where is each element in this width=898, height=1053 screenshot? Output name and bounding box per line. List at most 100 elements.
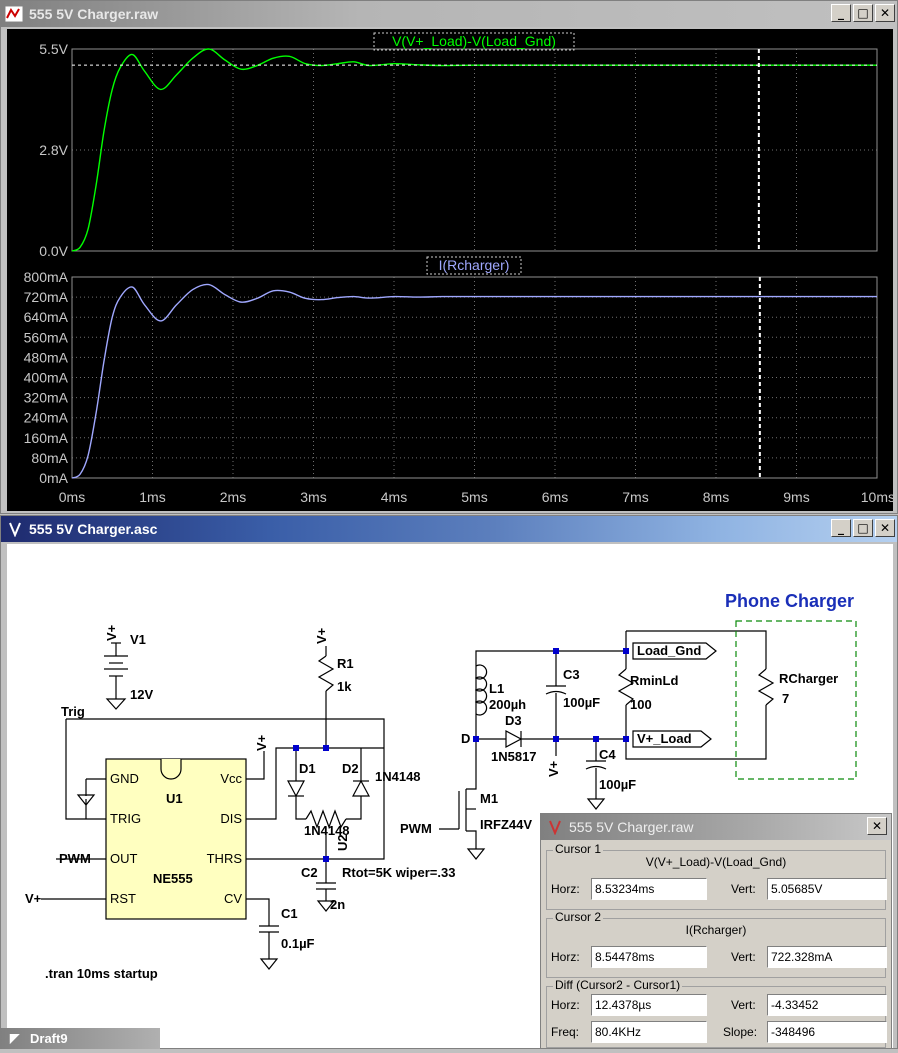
u2-label[interactable]: U2 xyxy=(335,834,350,851)
pane2-y-tick-label: 640mA xyxy=(24,309,69,325)
diff-group-label: Diff (Cursor2 - Cursor1) xyxy=(553,978,683,992)
draft-minimized-window[interactable]: ◤ Draft9 xyxy=(0,1028,160,1049)
r1-label[interactable]: R1 xyxy=(337,656,354,671)
diff-vert-field[interactable]: -4.33452 xyxy=(767,994,887,1016)
c3-value[interactable]: 100µF xyxy=(563,695,600,710)
m1-label[interactable]: M1 xyxy=(480,791,498,806)
l1-label[interactable]: L1 xyxy=(489,681,504,696)
c1-value[interactable]: 0.1µF xyxy=(281,936,315,951)
tran-directive[interactable]: .tran 10ms startup xyxy=(45,966,158,981)
rcharger-label[interactable]: RCharger xyxy=(779,671,838,686)
d1-diode[interactable] xyxy=(287,780,305,798)
wire xyxy=(66,718,385,860)
ground-symbol xyxy=(259,958,279,970)
d1-label[interactable]: D1 xyxy=(299,761,316,776)
cursor2-vert-field[interactable]: 722.328mA xyxy=(767,946,887,968)
d3-label[interactable]: D3 xyxy=(505,713,522,728)
cursor1-horz-field[interactable]: 8.53234ms xyxy=(591,878,707,900)
v1-value[interactable]: 12V xyxy=(130,687,153,702)
cursor-window-icon xyxy=(547,819,563,836)
cursor1-vert-field[interactable]: 5.05685V xyxy=(767,878,887,900)
cursor2-horz-field[interactable]: 8.54478ms xyxy=(591,946,707,968)
l1-value[interactable]: 200µh xyxy=(489,697,526,712)
schematic-minimize-button[interactable]: _ xyxy=(831,519,851,537)
cursor2-horz-label: Horz: xyxy=(551,950,580,964)
pane2-trace-label[interactable]: I(Rcharger) xyxy=(439,257,510,273)
m1-model[interactable]: IRFZ44V xyxy=(480,817,532,832)
u2-potentiometer[interactable] xyxy=(305,809,347,829)
ground-symbol xyxy=(105,698,127,710)
r1-resistor[interactable] xyxy=(317,655,335,692)
c1-label[interactable]: C1 xyxy=(281,906,298,921)
d2-diode[interactable] xyxy=(352,779,370,797)
pane1-label-frame xyxy=(373,32,575,51)
pane1-y-tick-label: 2.8V xyxy=(39,142,68,158)
r1-value[interactable]: 1k xyxy=(337,679,352,694)
diff-group: Diff (Cursor2 - Cursor1) Horz: 12.4378µs… xyxy=(546,978,887,1048)
pane2-y-tick-label: 800mA xyxy=(24,269,69,285)
c2-value[interactable]: 2n xyxy=(330,897,345,912)
rcharger-resistor[interactable] xyxy=(757,668,775,706)
schematic-maximize-button[interactable]: □ xyxy=(853,519,873,537)
draft-icon: ◤ xyxy=(10,1031,20,1045)
schematic-svg[interactable]: Phone Charger V1 12V V+ V+ R1 1k Trig V+… xyxy=(7,544,893,1048)
pane2-y-tick-label: 320mA xyxy=(24,390,69,406)
pane1-y-tick-label: 0.0V xyxy=(39,243,68,259)
c4-value[interactable]: 100µF xyxy=(599,777,636,792)
c4-label[interactable]: C4 xyxy=(599,747,616,762)
pin-vcc: Vcc xyxy=(220,771,242,786)
pane2-label-frame xyxy=(426,256,522,275)
pane2-y-tick-label: 0mA xyxy=(39,470,68,486)
rminld-value[interactable]: 100 xyxy=(630,697,652,712)
d2-model[interactable]: 1N4148 xyxy=(375,769,421,784)
l1-inductor[interactable] xyxy=(474,664,488,716)
schematic-close-button[interactable]: ✕ xyxy=(875,519,895,537)
wire xyxy=(475,650,626,739)
pin-rst: RST xyxy=(110,891,136,906)
x-tick-label: 7ms xyxy=(622,489,648,505)
cursor-window[interactable]: 555 5V Charger.raw ✕ Cursor 1 V(V+_Load)… xyxy=(540,813,892,1049)
rtot-param[interactable]: Rtot=5K wiper=.33 xyxy=(342,865,455,880)
diff-slope-field[interactable]: -348496 xyxy=(767,1021,887,1043)
cursor-window-titlebar[interactable]: 555 5V Charger.raw ✕ xyxy=(541,814,891,840)
v-load-port xyxy=(632,730,712,748)
v1-label[interactable]: V1 xyxy=(130,632,146,647)
minimize-button[interactable]: _ xyxy=(831,4,851,22)
ne555-label[interactable]: NE555 xyxy=(153,871,193,886)
d3-model[interactable]: 1N5817 xyxy=(491,749,537,764)
d1-model[interactable]: 1N4148 xyxy=(304,823,350,838)
pane1-trace-label[interactable]: V(V+_Load)-V(Load_Gnd) xyxy=(392,33,556,49)
waveform-titlebar[interactable]: 555 5V Charger.raw _ □ ✕ xyxy=(1,1,897,27)
d2-label[interactable]: D2 xyxy=(342,761,359,776)
d3-diode[interactable] xyxy=(505,730,523,748)
c3-label[interactable]: C3 xyxy=(563,667,580,682)
cursor-window-close-button[interactable]: ✕ xyxy=(867,817,887,835)
ne555-notch xyxy=(160,759,182,780)
c2-label[interactable]: C2 xyxy=(301,865,318,880)
diff-horz-field[interactable]: 12.4378µs xyxy=(591,994,707,1016)
rcharger-value[interactable]: 7 xyxy=(782,691,789,706)
maximize-button[interactable]: □ xyxy=(853,4,873,22)
pin-cv: CV xyxy=(224,891,242,906)
close-button[interactable]: ✕ xyxy=(875,4,895,22)
pane2-y-tick-label: 560mA xyxy=(24,329,69,345)
load-gnd-port xyxy=(632,642,717,660)
pane1-y-ticks: 5.5V2.8V0.0V xyxy=(39,41,68,259)
waveform-plot-svg[interactable]: 5.5V2.8V0.0V 800mA720mA640mA560mA480mA40… xyxy=(7,29,895,511)
x-tick-label: 4ms xyxy=(381,489,407,505)
wire xyxy=(246,747,384,820)
rminld-resistor[interactable] xyxy=(617,668,635,706)
wire xyxy=(466,830,477,849)
ground-symbol xyxy=(316,900,336,912)
u1-label[interactable]: U1 xyxy=(166,791,183,806)
pin-trig: TRIG xyxy=(110,811,141,826)
schematic-titlebar[interactable]: 555 5V Charger.asc _ □ ✕ xyxy=(1,516,897,542)
pane1-frame xyxy=(71,48,878,252)
pwm-net-label: PWM xyxy=(59,851,91,866)
diff-freq-field[interactable]: 80.4KHz xyxy=(591,1021,707,1043)
ne555-body[interactable] xyxy=(105,758,247,920)
rminld-label[interactable]: RminLd xyxy=(630,673,678,688)
